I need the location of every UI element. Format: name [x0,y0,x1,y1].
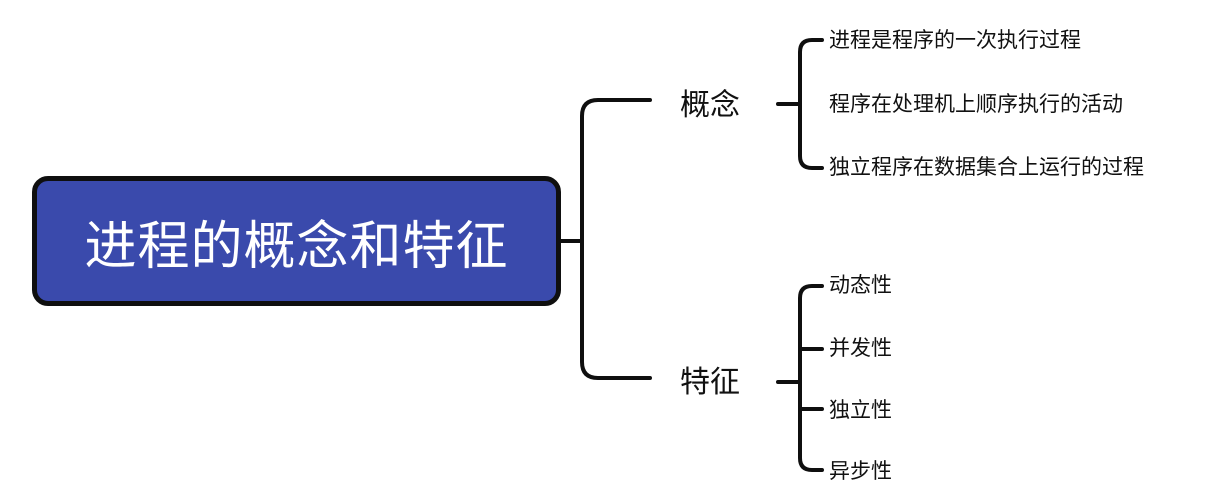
branch-topic-label: 特征 [680,365,740,400]
leaf-topic-label: 异步性 [829,459,892,483]
branch-topic-features[interactable]: 特征 [680,368,740,398]
branch-topic-label: 概念 [680,88,740,123]
leaf-topic-feature-1[interactable]: 动态性 [829,275,892,296]
leaf-topic-feature-3[interactable]: 独立性 [829,400,892,421]
leaf-topic-concept-1[interactable]: 进程是程序的一次执行过程 [829,30,1081,51]
feature-children-connector [776,284,824,472]
leaf-topic-concept-3[interactable]: 独立程序在数据集合上运行的过程 [829,157,1144,178]
leaf-topic-label: 并发性 [829,336,892,360]
leaf-topic-label: 程序在处理机上顺序执行的活动 [829,92,1123,116]
leaf-topic-label: 独立程序在数据集合上运行的过程 [829,155,1144,179]
leaf-topic-label: 动态性 [829,273,892,297]
branch-topic-concept[interactable]: 概念 [680,91,740,121]
leaf-topic-label: 进程是程序的一次执行过程 [829,28,1081,52]
leaf-topic-feature-2[interactable]: 并发性 [829,338,892,359]
root-to-branches-connector [559,98,652,380]
root-topic-label: 进程的概念和特征 [84,216,509,277]
root-topic[interactable]: 进程的概念和特征 [32,176,561,306]
concept-children-connector [776,38,824,170]
leaf-topic-label: 独立性 [829,398,892,422]
leaf-topic-concept-2[interactable]: 程序在处理机上顺序执行的活动 [829,94,1123,115]
leaf-topic-feature-4[interactable]: 异步性 [829,461,892,482]
